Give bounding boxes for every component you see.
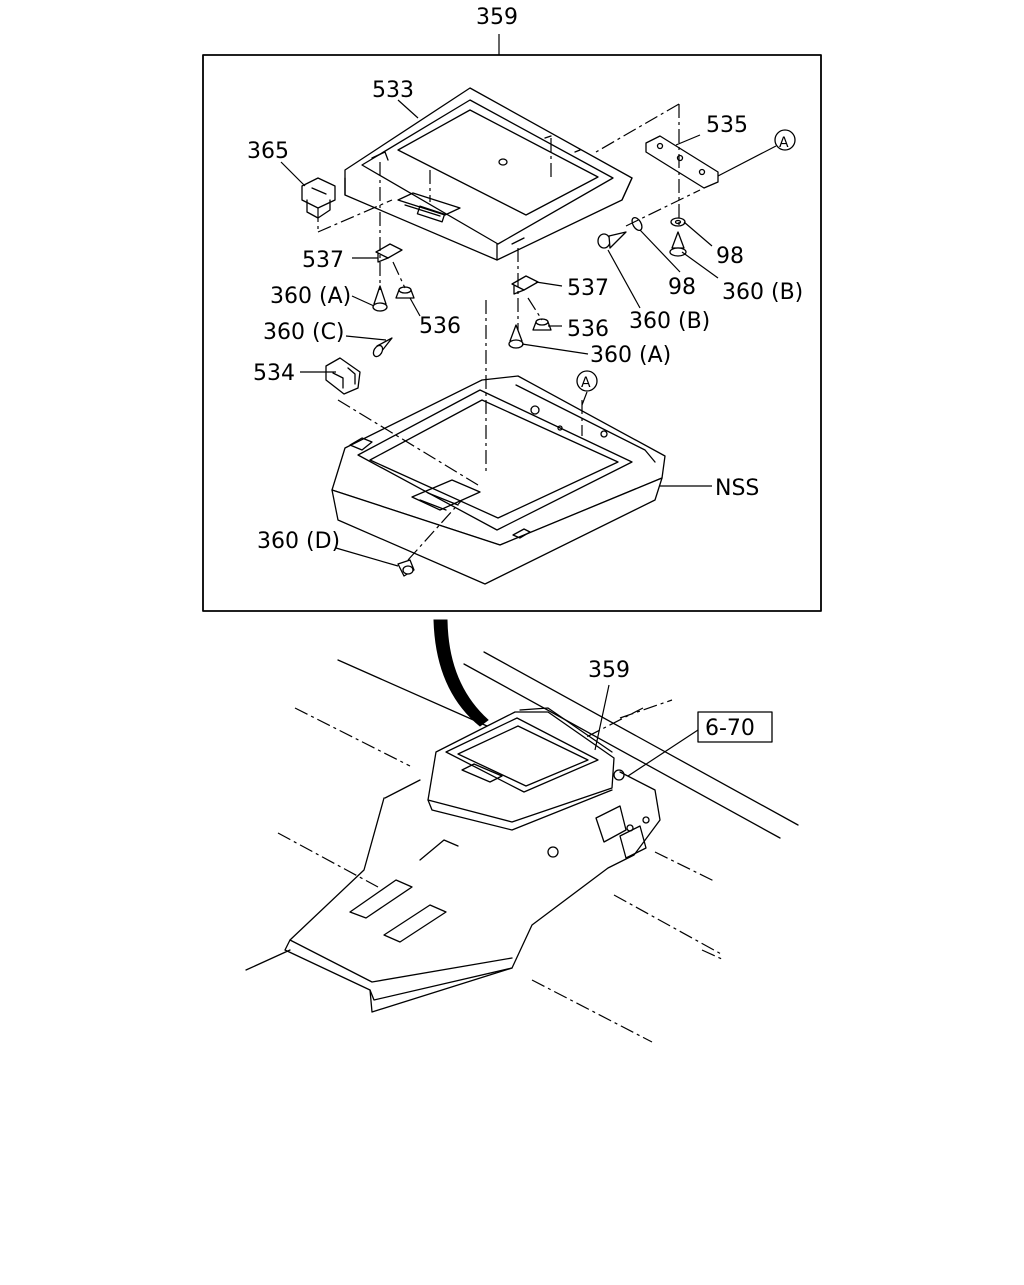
screw-360c <box>372 337 393 358</box>
callout-534: 534 <box>253 361 295 386</box>
exploded-view-frame <box>202 54 822 612</box>
callout-360a-left: 360 (A) <box>270 284 351 309</box>
callout-359-top: 359 <box>476 5 518 30</box>
callout-365: 365 <box>247 139 289 164</box>
screw-360b-left <box>597 231 627 249</box>
screw-360a-right <box>508 324 524 349</box>
callout-nss: NSS <box>715 476 759 501</box>
callout-536-right: 536 <box>567 317 609 342</box>
callout-360d: 360 (D) <box>257 529 340 554</box>
callout-360b-left: 360 (B) <box>629 309 710 334</box>
installed-assembly-359-drawing <box>427 707 625 831</box>
screw-360a-left <box>372 285 388 312</box>
console-box-drawing <box>331 375 666 585</box>
callout-536-left: 536 <box>419 314 461 339</box>
page-ref-box <box>697 711 773 743</box>
callout-537-right: 537 <box>567 276 609 301</box>
floor-reference-lines <box>277 651 799 1043</box>
washer-98-left <box>631 216 643 232</box>
callout-ref-a-box: A <box>581 375 591 391</box>
callout-359-lower: 359 <box>588 658 630 683</box>
location-arrow <box>433 619 489 727</box>
callout-535: 535 <box>706 113 748 138</box>
callout-360b-right: 360 (B) <box>722 280 803 305</box>
switch-365-drawing <box>301 177 336 219</box>
ref-a-circle-top <box>774 129 796 151</box>
ref-a-circle-box <box>576 370 598 392</box>
callout-360c: 360 (C) <box>263 320 345 345</box>
leader-lines-upper <box>280 99 777 567</box>
clip-537-right <box>511 275 539 295</box>
bumper-536-left <box>395 286 415 299</box>
assembly-lines <box>317 103 701 561</box>
screw-360d <box>397 559 415 577</box>
clip-537-left <box>375 243 403 263</box>
center-console-drawing <box>245 771 661 1013</box>
callout-ref-a-top: A <box>779 135 789 151</box>
bracket-535-drawing <box>645 135 719 189</box>
latch-534-drawing <box>325 357 361 395</box>
callout-360a-right: 360 (A) <box>590 343 671 368</box>
callout-537-left: 537 <box>302 248 344 273</box>
bumper-536-right <box>532 318 552 331</box>
callout-98-right: 98 <box>716 244 744 269</box>
washer-98-right <box>670 217 686 227</box>
callout-533: 533 <box>372 78 414 103</box>
leader-6-70 <box>627 729 699 777</box>
leader-359-lower <box>594 684 610 751</box>
screw-360b-right <box>669 231 687 257</box>
page-ref-label: 6-70 <box>705 716 755 741</box>
callout-98-left: 98 <box>668 275 696 300</box>
lid-533-drawing <box>344 87 633 261</box>
